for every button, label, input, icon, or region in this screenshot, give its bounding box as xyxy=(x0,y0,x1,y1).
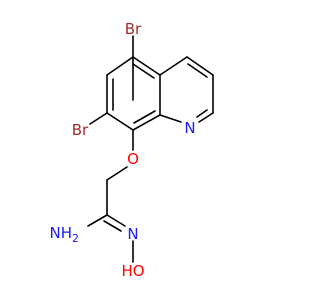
bond-c4a-c4 xyxy=(159,56,188,76)
bond-c8-c8a-inner xyxy=(133,110,156,124)
atom-nh2-label: NH xyxy=(50,224,73,242)
atom-oh: HO xyxy=(121,262,144,280)
bond-c5-c6 xyxy=(106,56,134,76)
atom-br-7: Br xyxy=(72,121,89,139)
benzene-ring-bonds xyxy=(106,56,161,131)
bond-o-ch2 xyxy=(106,166,128,181)
bond-c-nh2 xyxy=(87,214,108,227)
bond-c7-c8 xyxy=(106,112,134,131)
atom-labels: Br Br N O NH2 N HO xyxy=(50,20,196,280)
bond-c-noxime-double xyxy=(103,220,122,232)
pyridine-ring-bonds xyxy=(159,56,214,123)
bond-c4a-c5 xyxy=(132,56,161,76)
atom-o-ether: O xyxy=(127,150,139,168)
bond-c2-n1 xyxy=(198,112,214,123)
bond-c4-c3 xyxy=(186,56,214,76)
bond-c8-c8a xyxy=(132,114,161,131)
bond-c4-c3-inner xyxy=(187,63,208,78)
molecule-diagram: Br Br N O NH2 N HO xyxy=(50,20,214,280)
bond-c2-n1-inner xyxy=(196,109,208,118)
structure-canvas: Br Br N O NH2 N HO xyxy=(50,20,214,280)
atom-n-ring: N xyxy=(184,119,195,137)
bond-n1-c8a xyxy=(159,114,182,123)
atom-n-oxime: N xyxy=(127,225,138,243)
atom-nh2: NH2 xyxy=(50,224,80,245)
bond-c4a-c5-inner xyxy=(132,63,155,79)
bond-c7-br xyxy=(89,112,108,125)
substituent-bonds xyxy=(87,35,134,263)
atom-nh2-subscript: 2 xyxy=(72,232,79,245)
atom-br-5: Br xyxy=(125,20,142,38)
bond-c-noxime xyxy=(106,214,126,227)
